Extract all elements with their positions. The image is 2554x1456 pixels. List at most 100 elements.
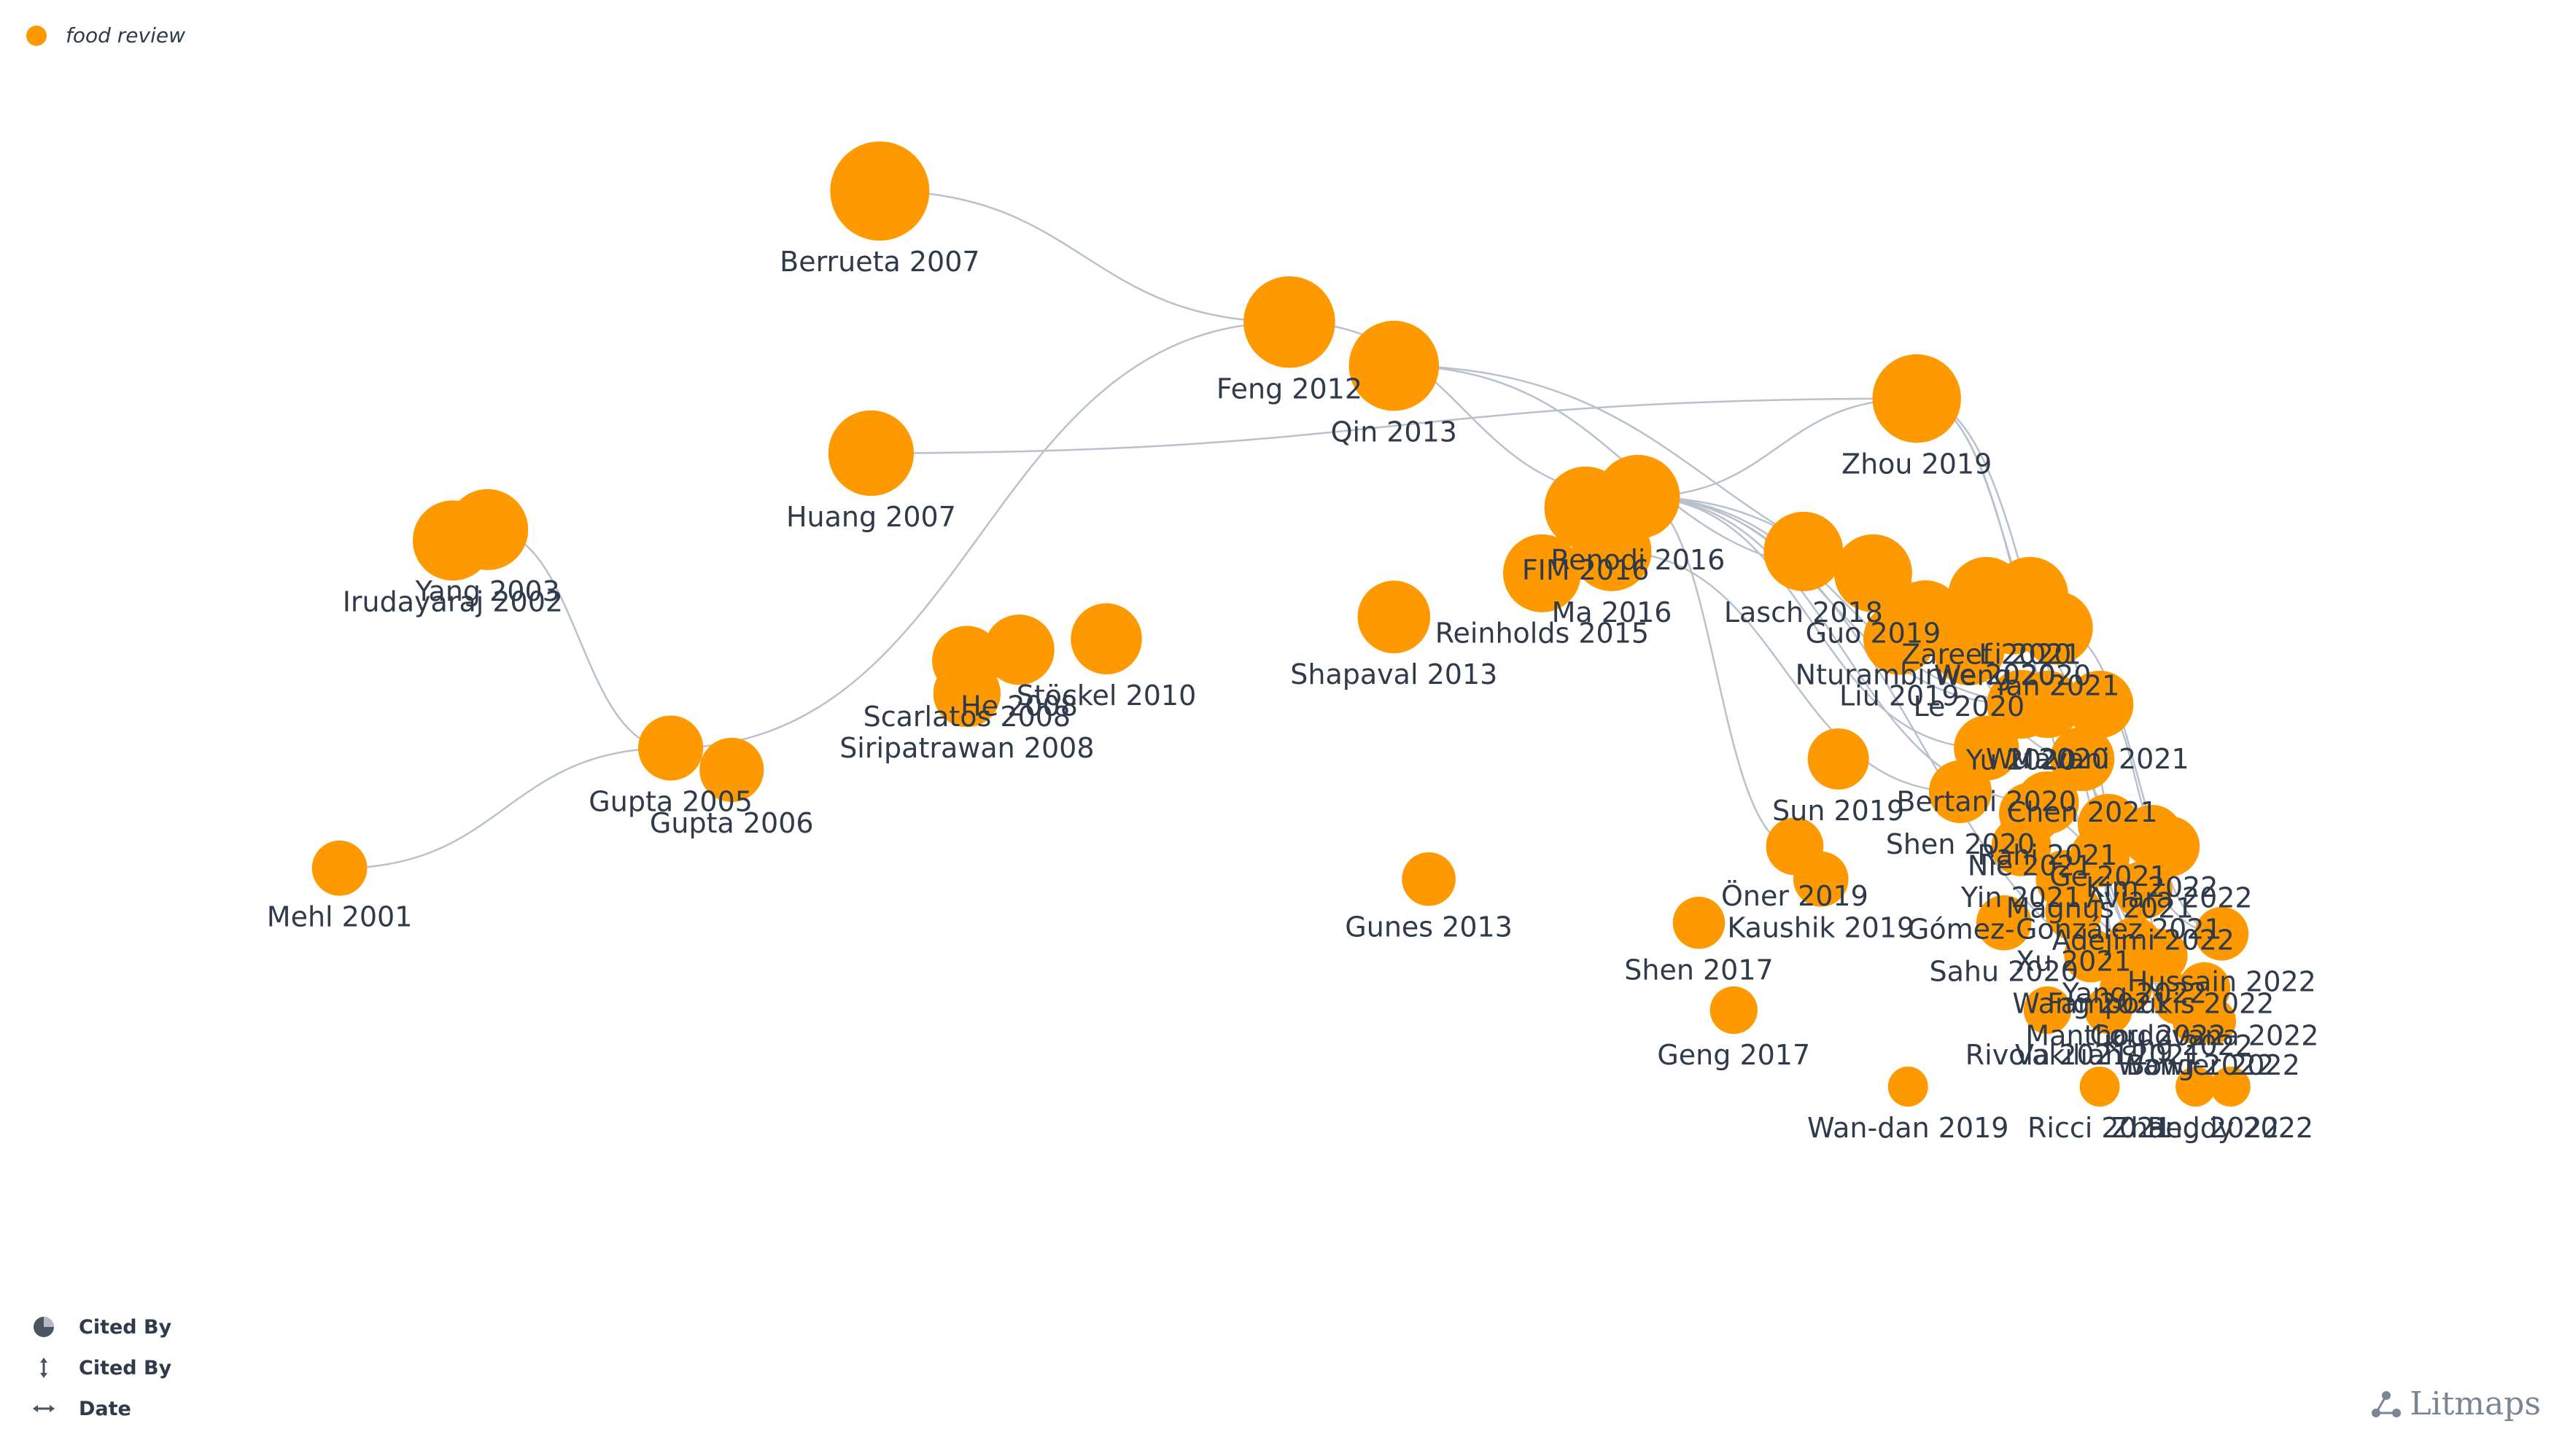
paper-label-yin-2021[interactable]: Yin 2021 — [1960, 881, 2081, 914]
paper-label-berrueta-2007[interactable]: Berrueta 2007 — [780, 246, 979, 278]
paper-label-scarlatos-2008[interactable]: Scarlatos 2008 — [863, 701, 1071, 733]
paper-label-zareef-2020[interactable]: Zareef 2020 — [1901, 639, 2071, 671]
paper-node-shapaval-2013[interactable] — [1357, 580, 1431, 654]
paper-node-liu-2019[interactable] — [1863, 602, 1936, 675]
paper-label-liu-2019[interactable]: Liu 2019 — [1839, 680, 1960, 712]
paper-label-yan-2021[interactable]: Yan 2021 — [1992, 670, 2119, 702]
paper-label-weng-2020[interactable]: Weng 2020 — [1934, 660, 2092, 692]
paper-label-ma-2016[interactable]: Ma 2016 — [1552, 596, 1672, 628]
paper-node-sahu-2020[interactable] — [1976, 895, 2032, 951]
paper-label-vakilian-2021[interactable]: Vakilian 2021 — [2015, 1039, 2202, 1071]
paper-label-gunes-2013[interactable]: Gunes 2013 — [1345, 911, 1513, 943]
paper-node-shen-2020[interactable] — [1928, 760, 1992, 823]
paper-node-aviara-2022[interactable] — [2139, 816, 2200, 877]
paper-label-kim-2022[interactable]: Kim 2022 — [2086, 871, 2218, 903]
legend[interactable]: food review — [26, 23, 185, 47]
paper-node-reddy-2022[interactable] — [2210, 1066, 2251, 1107]
paper-label-lasch-2018[interactable]: Lasch 2018 — [1724, 596, 1883, 628]
paper-label-guo-2019[interactable]: Guo 2019 — [1806, 618, 1941, 650]
paper-label-le-2020[interactable]: Le 2020 — [1914, 690, 2025, 723]
paper-label-nturambirwe-2020[interactable]: Nturambirwe 2020 — [1796, 659, 2056, 691]
paper-node-reinholds-2015[interactable] — [1502, 534, 1581, 612]
paper-label-oner-2019[interactable]: Öner 2019 — [1721, 880, 1868, 912]
paper-label-manthou-2022[interactable]: Manthou 2022 — [2025, 1019, 2226, 1051]
paper-label-irudayaraj-2002[interactable]: Irudayaraj 2002 — [343, 585, 563, 618]
paper-label-siripatrawan-2008[interactable]: Siripatrawan 2008 — [839, 732, 1094, 764]
paper-label-chen-2021[interactable]: Chen 2021 — [2007, 796, 2158, 828]
paper-label-sun-2019[interactable]: Sun 2019 — [1772, 795, 1904, 827]
paper-node-hussain-2022[interactable] — [2194, 906, 2249, 961]
paper-node-gunes-2013[interactable] — [1402, 852, 1456, 906]
paper-label-he-2008[interactable]: He 2008 — [960, 690, 1078, 722]
paper-label-wang-2022[interactable]: Wang 2022 — [2117, 1049, 2274, 1081]
paper-label-reinholds-2015[interactable]: Reinholds 2015 — [1435, 618, 1649, 650]
paper-label-adejimi-2022[interactable]: Adejimi 2022 — [2052, 924, 2235, 957]
paper-label-reddy-2022[interactable]: Reddy 2022 — [2148, 1112, 2314, 1144]
paper-label-yang-2022[interactable]: Yang 2022 — [2062, 977, 2207, 1009]
paper-node-zhang-2022[interactable] — [2175, 1066, 2216, 1107]
paper-label-rivola-2021[interactable]: Rivola 2021 — [1965, 1039, 2130, 1071]
paper-node-xu-2021[interactable] — [2045, 883, 2103, 941]
paper-label-renodi-2016[interactable]: Renodi 2016 — [1550, 544, 1725, 576]
paper-node-qin-2013[interactable] — [1348, 320, 1440, 411]
paper-label-sahu-2020[interactable]: Sahu 2020 — [1929, 956, 2078, 988]
paper-label-kang-2022[interactable]: Kang 2022 — [2103, 1029, 2253, 1062]
paper-node-renodi-2016[interactable] — [1596, 454, 1680, 540]
paper-node-geng-2017[interactable] — [1709, 986, 1758, 1035]
paper-label-xu-2021[interactable]: Xu 2021 — [2016, 946, 2132, 978]
paper-label-yu-2020[interactable]: Yu 2020 — [1965, 744, 2077, 776]
paper-node-shen-2017[interactable] — [1672, 896, 1726, 949]
paper-label-mavani-2021[interactable]: Mavani 2021 — [2010, 743, 2189, 775]
paper-node-gupta-2006[interactable] — [699, 737, 764, 803]
paper-label-ge-2021[interactable]: Ge 2021 — [2049, 860, 2167, 892]
paper-label-stockel-2010[interactable]: Stöckel 2010 — [1017, 680, 1197, 712]
paper-label-gupta-2005[interactable]: Gupta 2005 — [589, 786, 753, 818]
paper-label-rahi-2021[interactable]: Rahi 2021 — [1977, 839, 2117, 871]
paper-node-wang-2021[interactable] — [2064, 928, 2118, 983]
paper-node-irudayaraj-2002[interactable] — [412, 500, 493, 581]
paper-node-le-2020[interactable] — [1933, 614, 2005, 685]
paper-label-cordovana-2022[interactable]: Cordovana 2022 — [2089, 1019, 2318, 1051]
paper-node-wan-dan-2019[interactable] — [1887, 1066, 1928, 1107]
paper-label-wu-2020[interactable]: Wu 2020 — [1986, 743, 2109, 775]
paper-node-rivola-2021[interactable] — [2023, 986, 2072, 1035]
paper-node-bowler-2022[interactable] — [2189, 997, 2237, 1045]
paper-node-zhou-2019[interactable] — [1872, 354, 1961, 443]
paper-node-yin-2021[interactable] — [1991, 816, 2052, 876]
paper-label-mehl-2001[interactable]: Mehl 2001 — [267, 901, 413, 933]
paper-node-chen-2021[interactable] — [2050, 726, 2115, 792]
legend-horizontal-axis[interactable]: Date — [29, 1388, 171, 1429]
paper-label-gupta-2006[interactable]: Gupta 2006 — [650, 807, 814, 839]
paper-node-vakilian-2021[interactable] — [2084, 986, 2132, 1035]
paper-node-ricci-2021[interactable] — [2079, 1066, 2120, 1107]
paper-label-bowler-2022[interactable]: Bowler 2022 — [2126, 1049, 2300, 1081]
paper-node-berrueta-2007[interactable] — [830, 141, 930, 241]
paper-label-magnus-2021[interactable]: Magnus 2021 — [2006, 892, 2194, 924]
paper-label-yang-2003[interactable]: Yang 2003 — [415, 575, 560, 607]
paper-node-yan-2021[interactable] — [2019, 591, 2093, 665]
paper-label-nie-2021[interactable]: Nie 2021 — [1968, 849, 2092, 881]
paper-label-ricci-2021[interactable]: Ricci 2021 — [2027, 1112, 2172, 1144]
paper-node-sun-2019[interactable] — [1807, 728, 1869, 790]
paper-label-shen-2017[interactable]: Shen 2017 — [1624, 954, 1773, 986]
legend-vertical-axis[interactable]: Cited By — [29, 1347, 171, 1388]
paper-node-feng-2012[interactable] — [1243, 276, 1335, 368]
paper-node-guo-2019[interactable] — [1834, 534, 1912, 612]
paper-node-huang-2007[interactable] — [828, 410, 915, 497]
paper-label-shen-2020[interactable]: Shen 2020 — [1886, 828, 2035, 860]
paper-node-mehl-2001[interactable] — [311, 840, 368, 896]
paper-label-qin-2013[interactable]: Qin 2013 — [1331, 416, 1457, 448]
paper-label-fim-2016[interactable]: FIM 2016 — [1522, 554, 1650, 586]
paper-label-bertani-2020[interactable]: Bertani 2020 — [1896, 786, 2076, 818]
paper-label-geng-2017[interactable]: Geng 2017 — [1657, 1039, 1810, 1071]
paper-label-aviara-2022[interactable]: Aviara 2022 — [2087, 881, 2253, 914]
paper-node-wu-2020[interactable] — [2014, 670, 2081, 739]
paper-label-huang-2007[interactable]: Huang 2007 — [786, 501, 956, 533]
legend-node-color[interactable]: Cited By — [29, 1307, 171, 1347]
paper-node-fampoukis-2022[interactable] — [2133, 928, 2188, 983]
paper-label-wan-dan-2019[interactable]: Wan-dan 2019 — [1807, 1112, 2009, 1144]
paper-node-he-2008[interactable] — [984, 614, 1055, 685]
paper-label-shapaval-2013[interactable]: Shapaval 2013 — [1290, 658, 1497, 690]
paper-node-adejimi-2022[interactable] — [2114, 860, 2173, 919]
